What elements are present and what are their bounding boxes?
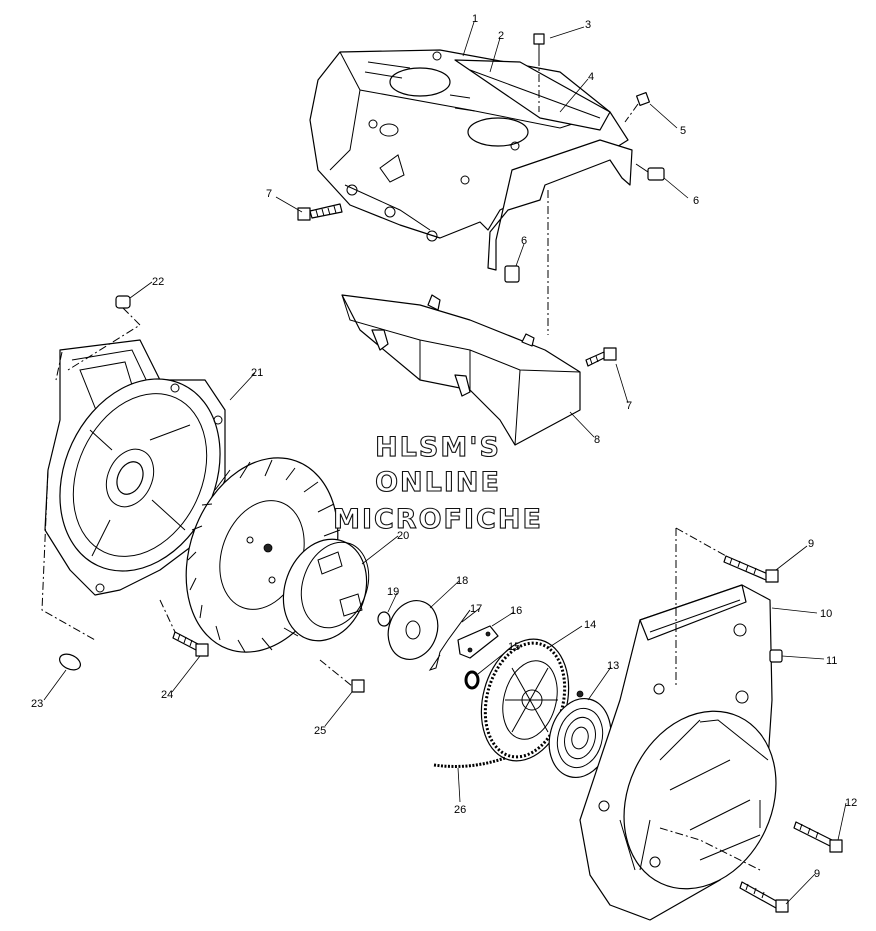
callout-12: 12 [845,797,857,809]
callout-7a: 7 [266,188,272,200]
cover-plate [454,59,611,131]
callout-21: 21 [251,367,263,379]
callout-11: 11 [826,655,837,667]
watermark-line-1: HLSM'S [375,432,501,463]
clamp [59,653,81,671]
callout-16: 16 [510,605,522,617]
bolt [675,527,779,583]
callout-15: 15 [508,641,520,653]
bolt [585,347,617,367]
recoil-housing [579,528,777,921]
callout-23: 23 [31,698,43,710]
grommet [504,265,520,283]
leader-lines [43,21,847,905]
callout-25: 25 [314,725,326,737]
callout-18: 18 [456,575,468,587]
callout-10: 10 [820,608,832,620]
callout-19: 19 [387,586,399,598]
pin [67,295,141,371]
callout-5: 5 [680,125,686,137]
recoil-pulley [480,638,570,762]
callout-13: 13 [607,660,619,672]
watermark: HLSM'S ONLINE MICROFICHE [333,431,543,535]
starter-rope [433,756,506,768]
pawl [457,625,499,659]
bolt [624,91,651,123]
callout-2: 2 [498,30,504,42]
callout-9a: 9 [808,538,814,550]
nut [319,659,365,693]
callout-4: 4 [588,71,594,83]
starter-cup [282,538,370,642]
callout-22: 22 [152,276,164,288]
callout-24: 24 [161,689,173,701]
callout-17: 17 [470,603,482,615]
callout-3: 3 [585,19,591,31]
bolt [793,821,843,853]
o-ring [464,670,480,690]
rib [487,139,633,271]
callout-1: 1 [472,13,478,25]
callout-6b: 6 [521,235,527,247]
fan-housing [41,339,226,641]
grommet [635,163,665,181]
nut [769,649,783,663]
bolt [159,599,209,657]
callout-8: 8 [594,434,600,446]
air-duct [341,294,581,446]
bolt [297,203,343,221]
callout-9b: 9 [814,868,820,880]
top-cover [309,49,629,242]
nut [377,611,391,627]
callouts: 1 2 3 4 5 6 6 7 7 8 9 9 10 11 12 13 14 1… [31,13,857,880]
bolt [533,33,545,112]
friction-plate [387,600,439,660]
callout-26: 26 [454,804,466,816]
callout-7b: 7 [626,400,632,412]
watermark-line-3: MICROFICHE [333,504,543,535]
callout-20: 20 [397,530,409,542]
callout-14: 14 [584,619,596,631]
watermark-line-2: ONLINE [375,467,501,498]
pawl-spring [428,609,471,671]
callout-6a: 6 [693,195,699,207]
bolt [739,881,789,913]
